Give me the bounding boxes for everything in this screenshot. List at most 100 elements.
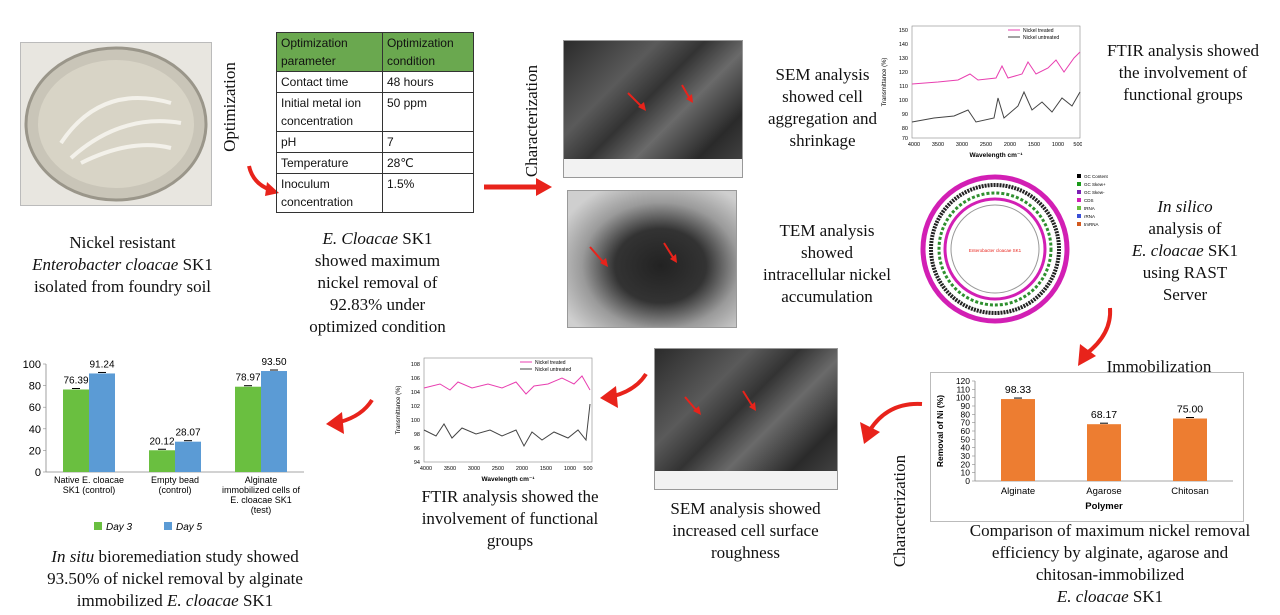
ftir-bottom-xtick: 500 [583,466,592,472]
data-label: 93.50 [261,357,286,368]
bar [63,389,89,472]
y-tick-label: 30 [961,451,971,461]
rast-center-label: Enterobacter cloacae SK1 [969,248,1022,253]
y-tick-label: 60 [961,426,971,436]
table-header-cell: Optimization condition [381,32,475,72]
legend-label: Day 5 [176,522,203,533]
ftir-top-ytick: 70 [902,136,908,142]
ftir-top-ytick: 100 [899,98,908,104]
petri-dish-photo [20,42,212,206]
bar [235,386,261,472]
table-cell: 1.5% [381,173,475,213]
ftir-top-ytick: 140 [899,42,908,48]
data-label: 98.33 [1005,384,1031,396]
rast-legend-item: rRNA [1084,214,1095,219]
arrow-characterization-top [484,178,552,196]
y-tick-label: 70 [961,418,971,428]
y-tick-label: 40 [29,424,41,436]
step1-caption: Nickel resistant Enterobacter cloacae SK… [32,233,213,296]
ftir-top-ytick: 120 [899,70,908,76]
ftir-chart-top: Transmittance (%) 150 140 130 120 110 10… [878,22,1083,162]
x-tick-label: Empty bead(control) [151,475,199,495]
ftir-bottom-ytick: 98 [414,432,420,438]
bar [1001,399,1035,481]
ftir-bottom-xtick: 4000 [420,466,432,472]
ftir-bottom-xtick: 2500 [492,466,504,472]
ftir-top-ytick: 90 [902,112,908,118]
table-cell: 48 hours [381,71,475,93]
ftir-top-caption: FTIR analysis showed the involvement of … [1106,41,1260,104]
rast-legend-item: tmRNA [1084,222,1099,227]
ftir-top-xtick: 500 [1073,142,1082,148]
ftir-bottom-ylabel: Transmittance (%) [396,386,402,435]
data-label: 75.00 [1177,404,1203,416]
bar [261,371,287,472]
data-label: 20.12 [149,436,174,447]
data-label: 68.17 [1091,409,1117,421]
ftir-top-xtick: 2500 [980,142,992,148]
table-row: Initial metal ion concentration 50 ppm [276,92,475,132]
ftir-bottom-xlabel: Wavelength cm⁻¹ [481,476,534,483]
optimization-label: Optimization [220,62,239,152]
data-label: 76.39 [63,375,88,386]
sem-bottom-caption: SEM analysis showed increased cell surfa… [670,499,821,562]
optimization-table: Optimization parameter Optimization cond… [276,32,475,213]
arrow-to-ftir-bottom [600,372,648,408]
table-cell: pH [276,131,383,153]
y-tick-label: 80 [961,409,971,419]
y-tick-label: 20 [961,459,971,469]
ftir-bottom-legend: Nickel untreated [535,367,571,373]
x-tick-label: Chitosan [1171,486,1209,497]
ftir-top-xlabel: Wavelength cm⁻¹ [969,152,1022,159]
rast-genome-map: Enterobacter cloacae SK1 GC Content GC S… [915,168,1115,330]
table-cell: 50 ppm [381,92,475,132]
immob-caption: Comparison of maximum nickel removal eff… [969,521,1251,606]
tem-image [567,190,737,328]
rast-legend-item: tRNA [1084,206,1095,211]
tem-caption: TEM analysis showed intracellular nickel… [763,221,891,306]
ftir-top-xtick: 3000 [956,142,968,148]
sem-top-caption: SEM analysis showed cell aggregation and… [767,65,878,150]
ftir-top-xtick: 1000 [1052,142,1064,148]
legend-swatch [164,522,172,530]
table-header-row: Optimization parameter Optimization cond… [276,32,475,72]
bar [175,441,201,472]
x-axis-label: Polymer [1085,501,1123,512]
table-cell: Temperature [276,152,383,174]
rast-caption: In silico analysis of E. cloacae SK1 usi… [1131,197,1239,304]
ftir-top-ytick: 150 [899,28,908,34]
arrow-characterization-bottom [860,401,923,444]
ftir-bottom-xtick: 1000 [564,466,576,472]
ftir-top-legend: Nickel treated [1023,28,1054,34]
y-tick-label: 100 [23,359,41,371]
sem-image-bottom [654,348,838,490]
bar [1087,424,1121,481]
ftir-bottom-ytick: 94 [414,460,420,466]
bar [89,373,115,472]
ftir-top-ylabel: Transmittance (%) [882,58,888,107]
ftir-bottom-ytick: 100 [411,418,420,424]
characterization-top-label: Characterization [522,64,541,178]
ftir-top-xtick: 3500 [932,142,944,148]
legend-swatch [94,522,102,530]
ftir-bottom-caption: FTIR analysis showed the involvement of … [421,487,599,550]
arrow-immobilization [1078,307,1113,366]
x-tick-label: Agarose [1086,486,1121,497]
bar [149,450,175,472]
ftir-bottom-legend: Nickel treated [535,360,566,366]
table-cell: 7 [381,131,475,153]
characterization-bottom-label: Characterization [890,454,909,568]
sem-image-top [563,40,743,178]
y-tick-label: 0 [35,467,41,479]
data-label: 78.97 [235,373,260,384]
ftir-bottom-xtick: 3500 [444,466,456,472]
arrow-optimization [247,165,279,196]
table-cell: Inoculum concentration [276,173,383,213]
y-tick-label: 50 [961,434,971,444]
table-row: Inoculum concentration 1.5% [276,173,475,213]
y-tick-label: 10 [961,468,971,478]
ftir-top-legend: Nickel untreated [1023,35,1059,41]
